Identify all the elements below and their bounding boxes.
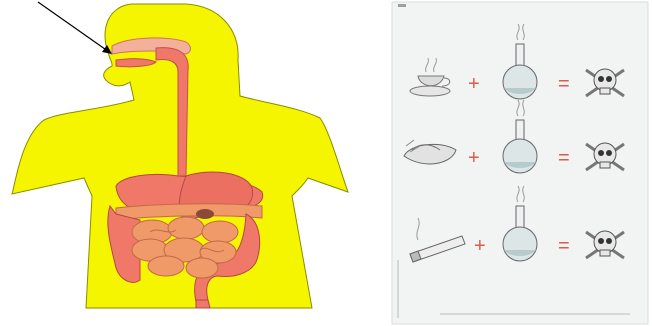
equals-sign: =	[558, 235, 570, 257]
equals-sign: =	[558, 147, 570, 169]
equals-sign: =	[558, 73, 570, 95]
rectum	[196, 300, 210, 308]
gallbladder	[196, 209, 214, 219]
plus-sign: +	[468, 147, 480, 169]
arrow-icon	[38, 2, 112, 54]
digestive-system-figure	[12, 2, 348, 308]
poison-poster: + = +	[392, 2, 648, 324]
plus-sign: +	[474, 235, 486, 257]
plus-sign: +	[468, 73, 480, 95]
